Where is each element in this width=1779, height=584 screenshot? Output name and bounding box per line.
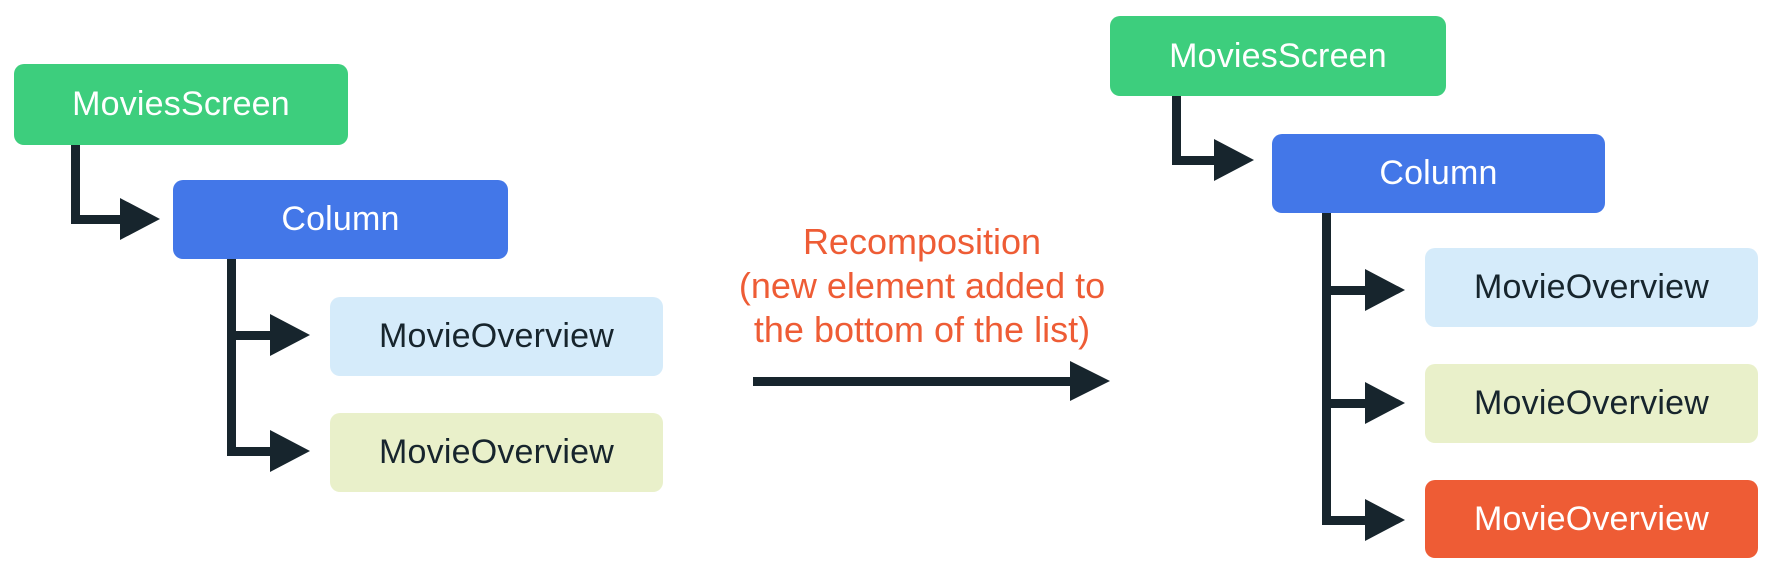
left-node-movies-screen: MoviesScreen: [14, 64, 348, 145]
recomposition-arrow-head-icon: [1070, 361, 1110, 401]
left-connector-child1-hline: [227, 331, 272, 340]
right-connector-root-vline: [1172, 96, 1181, 165]
right-node-movie-overview-1-label: MovieOverview: [1474, 268, 1709, 306]
left-node-movie-overview-1: MovieOverview: [330, 297, 663, 376]
right-node-movies-screen: MoviesScreen: [1110, 16, 1446, 96]
left-node-movie-overview-1-label: MovieOverview: [379, 317, 614, 355]
left-node-movies-screen-label: MoviesScreen: [72, 85, 290, 123]
left-node-movie-overview-2: MovieOverview: [330, 413, 663, 492]
arrow-head-icon: [120, 198, 160, 240]
right-node-movies-screen-label: MoviesScreen: [1169, 36, 1387, 75]
right-node-movie-overview-2-label: MovieOverview: [1474, 384, 1709, 422]
right-node-column-label: Column: [1379, 154, 1498, 192]
arrow-head-icon: [1214, 139, 1254, 181]
left-connector-child2-hline: [227, 447, 272, 456]
right-connector-root-hline: [1172, 156, 1216, 165]
left-connector-root-hline: [71, 215, 123, 224]
transition-caption-line1: Recomposition: [802, 221, 1042, 262]
right-connector-child2-hline: [1322, 399, 1367, 408]
arrow-head-icon: [270, 430, 310, 472]
right-node-movie-overview-1: MovieOverview: [1425, 248, 1758, 327]
recomposition-arrow-shaft: [753, 377, 1073, 386]
left-connector-children-vline: [227, 259, 236, 456]
arrow-head-icon: [1365, 382, 1405, 424]
arrow-head-icon: [1365, 499, 1405, 541]
left-node-movie-overview-2-label: MovieOverview: [379, 433, 614, 471]
right-node-column: Column: [1272, 134, 1605, 213]
right-connector-children-vline: [1322, 213, 1331, 524]
right-connector-child1-hline: [1322, 286, 1367, 295]
transition-caption: Recomposition (new element added to the …: [672, 220, 1172, 352]
left-node-column-label: Column: [281, 200, 400, 238]
right-node-movie-overview-3-label: MovieOverview: [1474, 499, 1709, 538]
left-connector-root-vline: [71, 145, 80, 224]
arrow-head-icon: [1365, 269, 1405, 311]
right-node-movie-overview-3-new: MovieOverview: [1425, 480, 1758, 558]
right-connector-child3-hline: [1322, 516, 1367, 525]
right-node-movie-overview-2: MovieOverview: [1425, 364, 1758, 443]
transition-caption-line2: (new element added to: [738, 265, 1106, 306]
transition-caption-line3: the bottom of the list): [753, 309, 1091, 350]
left-node-column: Column: [173, 180, 508, 259]
arrow-head-icon: [270, 314, 310, 356]
